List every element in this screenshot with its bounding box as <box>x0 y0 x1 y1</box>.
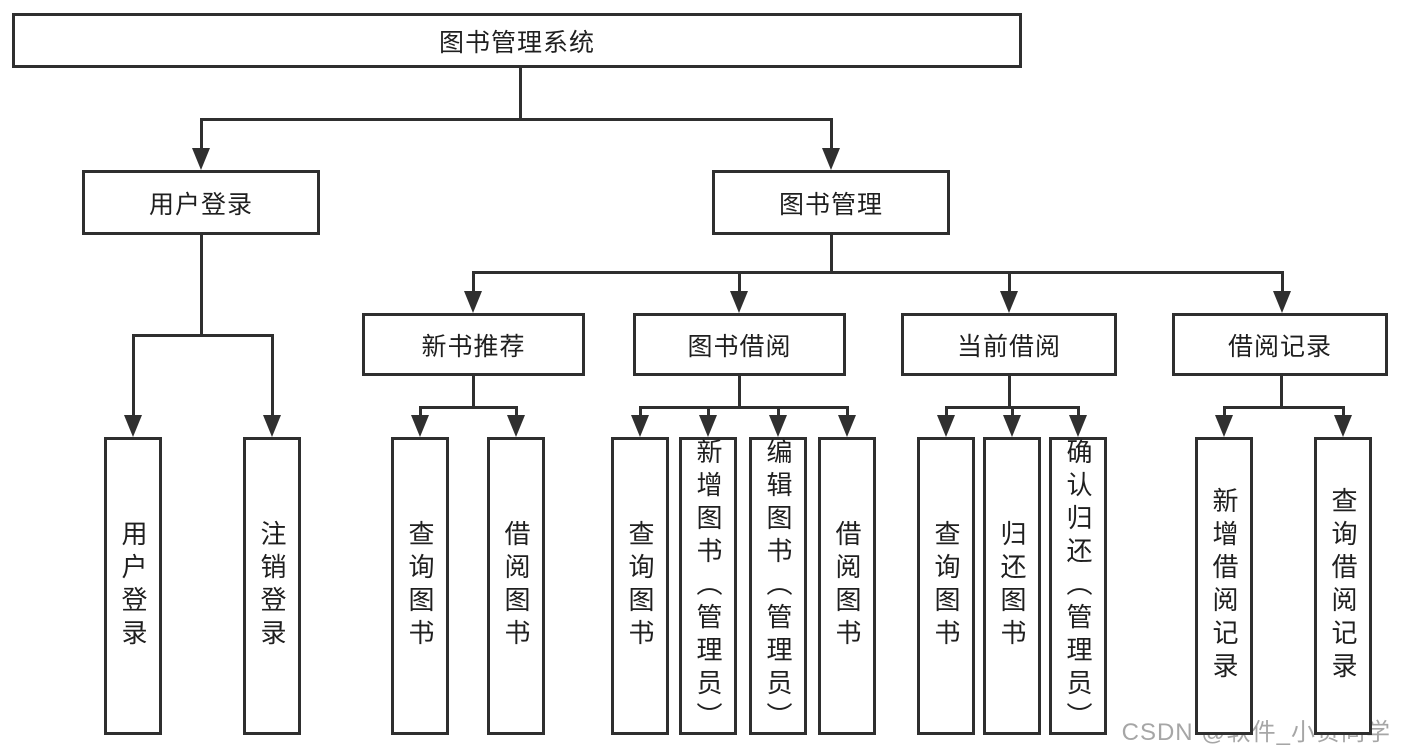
connector-line <box>519 68 522 120</box>
node-label: 借阅图书 <box>832 520 862 652</box>
arrow-down-icon <box>937 415 955 437</box>
arrow-down-icon <box>507 415 525 437</box>
leaf-borrow-books: 借阅图书 <box>487 437 545 735</box>
node-label: 借阅图书 <box>501 520 531 652</box>
connector-line <box>639 406 642 421</box>
leaf-return-books: 归还图书 <box>983 437 1041 735</box>
connector-line <box>777 406 780 421</box>
node-label: 用户登录 <box>148 190 253 219</box>
arrow-down-icon <box>263 415 281 437</box>
node-label: 新增图书（管理员） <box>693 437 723 735</box>
leaf-confirm-return-admin: 确认归还（管理员） <box>1049 437 1107 735</box>
arrow-down-icon <box>1003 415 1021 437</box>
node-label: 当前借阅 <box>956 332 1061 361</box>
node-label: 确认归还（管理员） <box>1063 437 1093 735</box>
node-label: 借阅记录 <box>1227 332 1332 361</box>
arrow-down-icon <box>730 291 748 313</box>
connector-line <box>472 271 1284 274</box>
node-label: 图书管理系统 <box>438 28 595 57</box>
node-label: 编辑图书（管理员） <box>763 437 793 735</box>
arrow-down-icon <box>1334 415 1352 437</box>
connector-line <box>639 406 849 409</box>
node-user-login: 用户登录 <box>82 170 320 235</box>
arrow-down-icon <box>1000 291 1018 313</box>
node-book-borrowing: 图书借阅 <box>633 313 846 376</box>
connector-line <box>830 118 833 154</box>
connector-line <box>1223 406 1226 421</box>
node-label: 查询图书 <box>405 520 435 652</box>
node-current-borrowing: 当前借阅 <box>901 313 1117 376</box>
leaf-query-books: 查询图书 <box>917 437 975 735</box>
node-label: 用户登录 <box>118 520 148 652</box>
node-label: 新增借阅记录 <box>1209 487 1239 685</box>
connector-line <box>472 376 475 408</box>
leaf-edit-books-admin: 编辑图书（管理员） <box>749 437 807 735</box>
connector-line <box>1281 271 1284 297</box>
arrow-down-icon <box>1273 291 1291 313</box>
connector-line <box>132 334 274 337</box>
leaf-user-login: 用户登录 <box>104 437 162 735</box>
connector-line <box>1008 376 1011 408</box>
node-label: 注销登录 <box>257 520 287 652</box>
node-label: 查询图书 <box>931 520 961 652</box>
arrow-down-icon <box>699 415 717 437</box>
node-book-management: 图书管理 <box>712 170 950 235</box>
leaf-add-books-admin: 新增图书（管理员） <box>679 437 737 735</box>
connector-line <box>271 334 274 421</box>
arrow-down-icon <box>769 415 787 437</box>
arrow-down-icon <box>838 415 856 437</box>
node-new-book-recommendation: 新书推荐 <box>362 313 585 376</box>
connector-line <box>707 406 710 421</box>
arrow-down-icon <box>631 415 649 437</box>
arrow-down-icon <box>124 415 142 437</box>
node-label: 归还图书 <box>997 520 1027 652</box>
arrow-down-icon <box>464 291 482 313</box>
leaf-query-borrow-record: 查询借阅记录 <box>1314 437 1372 735</box>
connector-line <box>132 334 135 421</box>
leaf-logout: 注销登录 <box>243 437 301 735</box>
node-label: 查询借阅记录 <box>1328 487 1358 685</box>
arrow-down-icon <box>1069 415 1087 437</box>
connector-line <box>200 235 203 336</box>
connector-line <box>830 235 833 273</box>
connector-line <box>419 406 518 409</box>
arrow-down-icon <box>822 148 840 170</box>
connector-line <box>515 406 518 421</box>
connector-line <box>1223 406 1345 409</box>
connector-line <box>1280 376 1283 408</box>
node-library-management-system: 图书管理系统 <box>12 13 1022 68</box>
node-label: 图书管理 <box>778 190 883 219</box>
connector-line <box>419 406 422 421</box>
node-label: 新书推荐 <box>421 332 526 361</box>
leaf-borrow-books: 借阅图书 <box>818 437 876 735</box>
connector-line <box>200 118 203 154</box>
connector-line <box>200 118 833 121</box>
connector-line <box>1008 271 1011 297</box>
node-label: 查询图书 <box>625 520 655 652</box>
leaf-query-books: 查询图书 <box>611 437 669 735</box>
leaf-add-borrow-record: 新增借阅记录 <box>1195 437 1253 735</box>
connector-line <box>1011 406 1014 421</box>
connector-line <box>738 271 741 297</box>
connector-line <box>846 406 849 421</box>
node-borrowing-records: 借阅记录 <box>1172 313 1388 376</box>
connector-line <box>1342 406 1345 421</box>
leaf-query-books: 查询图书 <box>391 437 449 735</box>
arrow-down-icon <box>192 148 210 170</box>
arrow-down-icon <box>411 415 429 437</box>
node-label: 图书借阅 <box>687 332 792 361</box>
arrow-down-icon <box>1215 415 1233 437</box>
connector-line <box>738 376 741 408</box>
connector-line <box>472 271 475 297</box>
connector-line <box>945 406 948 421</box>
connector-line <box>1077 406 1080 421</box>
